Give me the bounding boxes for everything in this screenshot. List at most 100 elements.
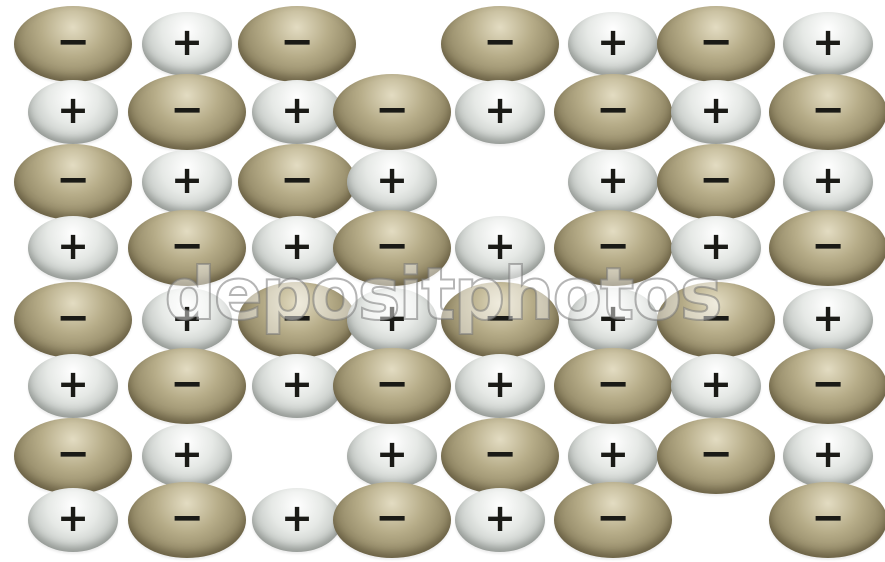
minus-sign-icon: − — [280, 22, 314, 62]
negative-charge: − — [238, 6, 356, 82]
positive-charge: + — [347, 424, 437, 488]
minus-sign-icon: − — [483, 22, 517, 62]
positive-charge: + — [783, 424, 873, 488]
plus-sign-icon: + — [171, 299, 203, 337]
positive-charge: + — [142, 150, 232, 214]
minus-sign-icon: − — [375, 498, 409, 538]
plus-sign-icon: + — [597, 299, 629, 337]
negative-charge: − — [128, 210, 246, 286]
plus-sign-icon: + — [57, 91, 89, 129]
minus-sign-icon: − — [170, 364, 204, 404]
minus-sign-icon: − — [596, 226, 630, 266]
positive-charge: + — [252, 354, 342, 418]
positive-charge: + — [28, 488, 118, 552]
negative-charge: − — [333, 482, 451, 558]
positive-charge: + — [455, 488, 545, 552]
negative-charge: − — [657, 418, 775, 494]
negative-charge: − — [554, 210, 672, 286]
positive-charge: + — [568, 12, 658, 76]
positive-charge: + — [671, 80, 761, 144]
negative-charge: − — [128, 74, 246, 150]
minus-sign-icon: − — [811, 498, 845, 538]
negative-charge: − — [14, 144, 132, 220]
minus-sign-icon: − — [56, 160, 90, 200]
plus-sign-icon: + — [597, 23, 629, 61]
plus-sign-icon: + — [597, 161, 629, 199]
plus-sign-icon: + — [700, 227, 732, 265]
minus-sign-icon: − — [375, 364, 409, 404]
positive-charge: + — [28, 80, 118, 144]
negative-charge: − — [128, 348, 246, 424]
plus-sign-icon: + — [812, 161, 844, 199]
minus-sign-icon: − — [811, 226, 845, 266]
plus-sign-icon: + — [281, 365, 313, 403]
plus-sign-icon: + — [484, 499, 516, 537]
plus-sign-icon: + — [812, 299, 844, 337]
minus-sign-icon: − — [699, 298, 733, 338]
positive-charge: + — [568, 424, 658, 488]
minus-sign-icon: − — [596, 498, 630, 538]
positive-charge: + — [347, 150, 437, 214]
minus-sign-icon: − — [699, 434, 733, 474]
positive-charge: + — [252, 216, 342, 280]
plus-sign-icon: + — [700, 365, 732, 403]
plus-sign-icon: + — [484, 227, 516, 265]
negative-charge: − — [769, 210, 885, 286]
positive-charge: + — [142, 12, 232, 76]
plus-sign-icon: + — [376, 299, 408, 337]
plus-sign-icon: + — [281, 91, 313, 129]
positive-charge: + — [671, 216, 761, 280]
plus-sign-icon: + — [171, 435, 203, 473]
negative-charge: − — [554, 348, 672, 424]
negative-charge: − — [14, 418, 132, 494]
minus-sign-icon: − — [56, 298, 90, 338]
negative-charge: − — [441, 282, 559, 358]
plus-sign-icon: + — [57, 227, 89, 265]
negative-charge: − — [441, 6, 559, 82]
positive-charge: + — [455, 80, 545, 144]
negative-charge: − — [14, 6, 132, 82]
negative-charge: − — [554, 482, 672, 558]
negative-charge: − — [238, 282, 356, 358]
positive-charge: + — [347, 288, 437, 352]
negative-charge: − — [238, 144, 356, 220]
positive-charge: + — [455, 354, 545, 418]
positive-charge: + — [28, 216, 118, 280]
minus-sign-icon: − — [483, 434, 517, 474]
negative-charge: − — [441, 418, 559, 494]
negative-charge: − — [14, 282, 132, 358]
positive-charge: + — [252, 488, 342, 552]
plus-sign-icon: + — [376, 161, 408, 199]
minus-sign-icon: − — [811, 90, 845, 130]
positive-charge: + — [142, 288, 232, 352]
plus-sign-icon: + — [376, 435, 408, 473]
minus-sign-icon: − — [170, 90, 204, 130]
positive-charge: + — [252, 80, 342, 144]
plus-sign-icon: + — [812, 435, 844, 473]
minus-sign-icon: − — [699, 160, 733, 200]
negative-charge: − — [769, 74, 885, 150]
minus-sign-icon: − — [811, 364, 845, 404]
plus-sign-icon: + — [57, 365, 89, 403]
plus-sign-icon: + — [597, 435, 629, 473]
plus-sign-icon: + — [281, 499, 313, 537]
negative-charge: − — [657, 144, 775, 220]
plus-sign-icon: + — [484, 365, 516, 403]
minus-sign-icon: − — [375, 226, 409, 266]
positive-charge: + — [142, 424, 232, 488]
minus-sign-icon: − — [170, 498, 204, 538]
plus-sign-icon: + — [700, 91, 732, 129]
plus-sign-icon: + — [57, 499, 89, 537]
minus-sign-icon: − — [483, 298, 517, 338]
minus-sign-icon: − — [596, 364, 630, 404]
minus-sign-icon: − — [280, 298, 314, 338]
minus-sign-icon: − — [170, 226, 204, 266]
positive-charge: + — [28, 354, 118, 418]
negative-charge: − — [657, 6, 775, 82]
plus-sign-icon: + — [812, 23, 844, 61]
negative-charge: − — [333, 348, 451, 424]
negative-charge: − — [554, 74, 672, 150]
positive-charge: + — [568, 288, 658, 352]
positive-charge: + — [783, 12, 873, 76]
